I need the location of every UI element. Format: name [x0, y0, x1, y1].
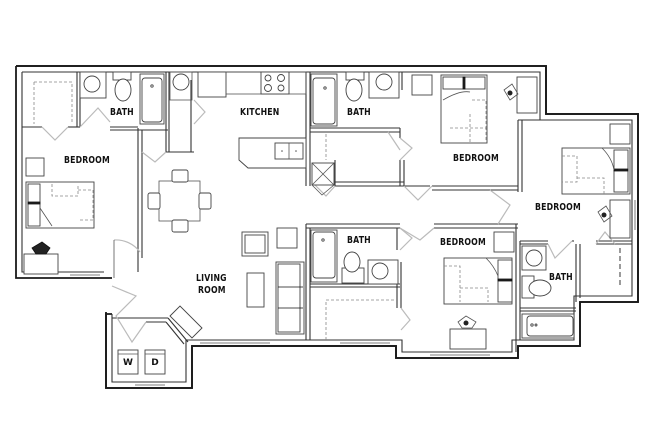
washer-label: W	[123, 358, 133, 368]
room-label-bedroom-2: BEDROOM	[453, 153, 499, 164]
room-label-living-line2: ROOM	[198, 285, 226, 296]
bath-1-fixtures	[79, 71, 193, 125]
room-label-kitchen: KITCHEN	[240, 107, 280, 118]
bedroom-4-furniture	[443, 231, 515, 350]
room-label-bath-2: BATH	[347, 107, 371, 118]
kitchen-fixtures	[197, 71, 307, 169]
bedroom-3-furniture	[561, 123, 631, 288]
living-room-furniture	[169, 227, 305, 339]
bath-3-fixtures	[310, 229, 399, 285]
interior-walls	[22, 72, 632, 352]
room-label-living-line1: LIVING	[196, 273, 227, 284]
room-label-bath-4: BATH	[549, 272, 573, 283]
bath-4-fixtures	[521, 245, 575, 339]
room-label-bedroom-4: BEDROOM	[440, 237, 486, 248]
exterior-walls	[15, 65, 639, 389]
bedroom-2-furniture	[411, 74, 538, 144]
room-label-bedroom-1: BEDROOM	[64, 155, 110, 166]
door-swings	[41, 99, 616, 344]
dining-table	[147, 169, 212, 233]
windows	[70, 200, 636, 386]
room-label-bath-1: BATH	[110, 107, 134, 118]
closet-box	[311, 162, 335, 196]
room-label-bath-3: BATH	[347, 235, 371, 246]
dryer-label: D	[151, 358, 159, 368]
bedroom-1-furniture	[23, 157, 95, 275]
laundry-appliances	[117, 349, 166, 375]
bath-2-fixtures	[310, 71, 400, 127]
room-label-bedroom-3: BEDROOM	[535, 202, 581, 213]
